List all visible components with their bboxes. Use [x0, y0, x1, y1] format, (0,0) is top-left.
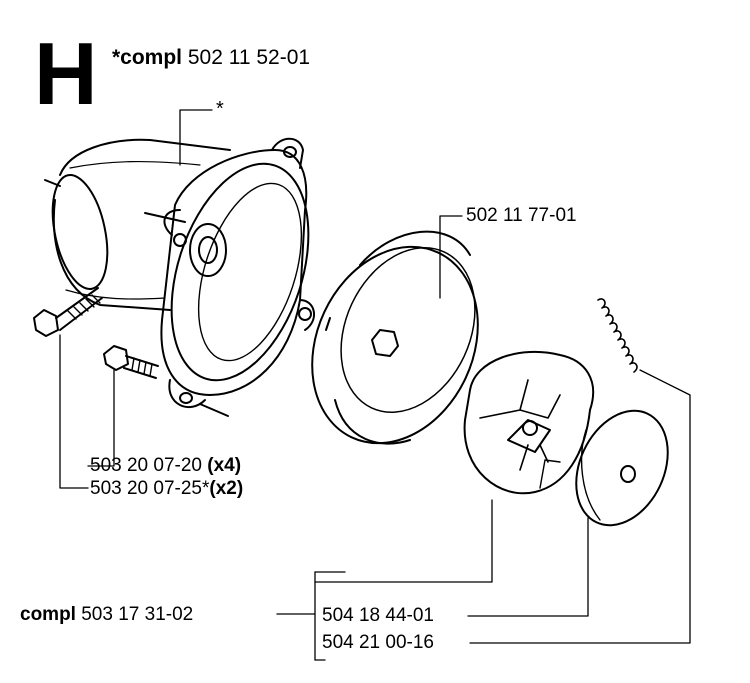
clutch-shoe-drawing — [463, 350, 595, 495]
spring-drawing — [597, 298, 638, 373]
clutch-shoe-callout: 504 18 44-01 — [322, 605, 434, 626]
bolt-a-part: 503 20 07-20 — [90, 455, 202, 476]
bolt-b-qty: (x2) — [209, 478, 244, 499]
assembly-prefix: *compl — [112, 46, 183, 69]
cover-disc-drawing — [575, 409, 669, 527]
bolt-a-qty: (x4) — [207, 455, 242, 476]
clutch-drum-callout: 502 11 77-01 — [466, 205, 577, 226]
clutch-compl-callout: compl 503 17 31-02 — [20, 605, 193, 624]
clutch-compl-part: 503 17 31-02 — [81, 604, 194, 625]
bolt-long-drawing — [33, 287, 103, 337]
assembly-part-number: 502 11 52-01 — [187, 46, 311, 69]
clutch-compl-prefix: compl — [20, 604, 76, 625]
spring-callout: 504 21 00-16 — [322, 632, 434, 653]
bolt-a-callout: 503 20 07-20 (x4) — [90, 456, 241, 475]
housing-star-callout: * — [216, 98, 224, 120]
motor-housing-drawing — [44, 137, 315, 417]
bolt-short-drawing — [103, 345, 159, 379]
section-letter: H — [34, 24, 98, 123]
clutch-drum-drawing — [311, 230, 479, 445]
assembly-title: *compl 502 11 52-01 — [112, 46, 310, 70]
bolt-b-callout: 503 20 07-25*(x2) — [90, 479, 243, 498]
bolt-b-part: 503 20 07-25* — [90, 478, 210, 499]
leader-lines — [59, 109, 691, 661]
